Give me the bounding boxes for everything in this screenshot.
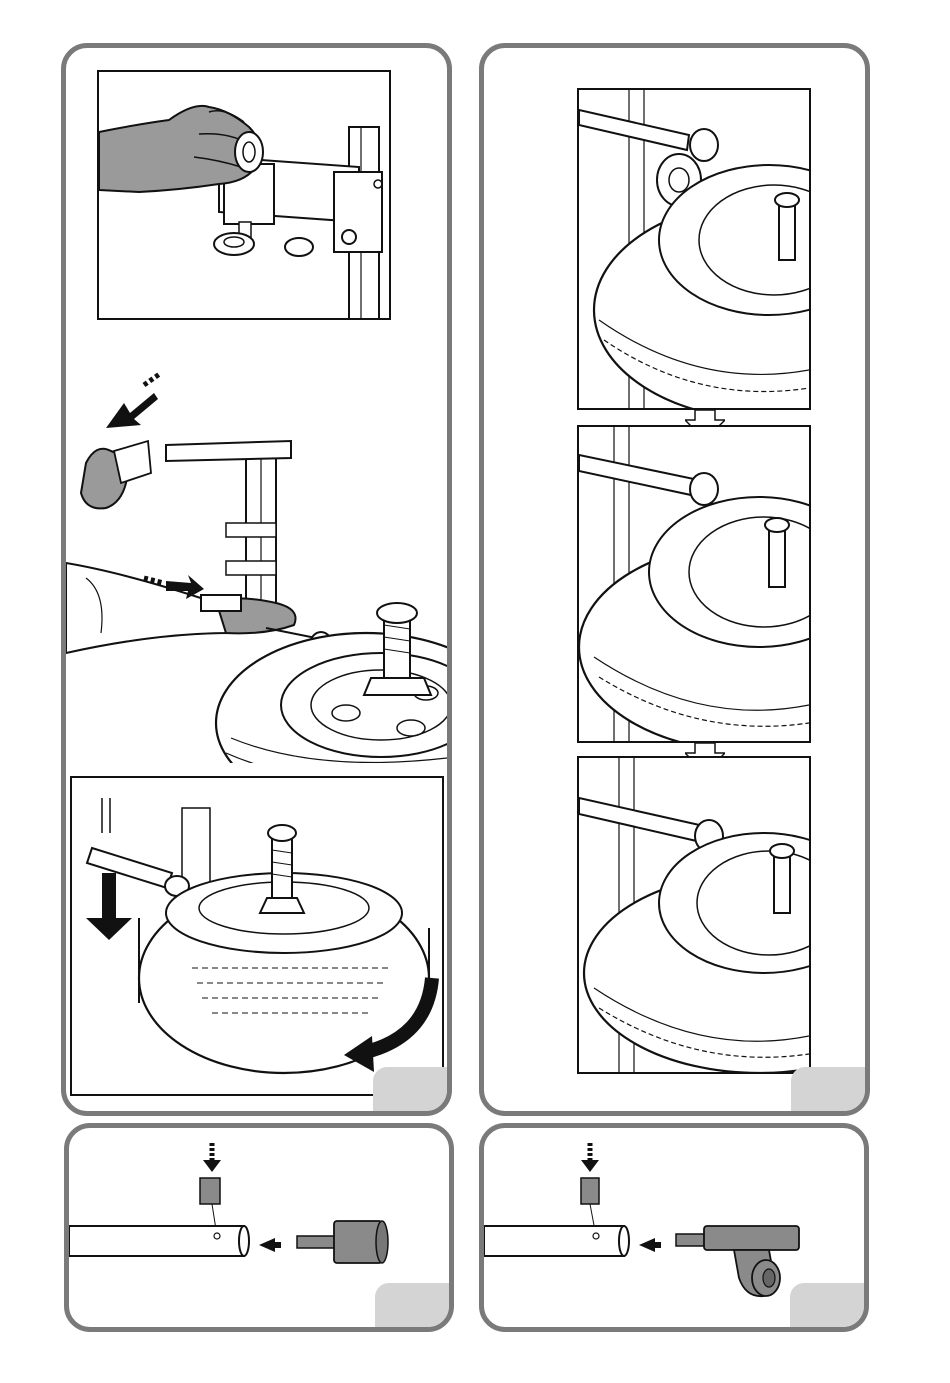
- dashed-arrow-icon: [106, 373, 161, 428]
- illustration-tire-step-1: [579, 90, 809, 408]
- inset-wheel-rotation: [70, 776, 444, 1096]
- dashed-arrow-icon: [581, 1143, 599, 1172]
- down-arrow-icon: [86, 873, 132, 940]
- illustration-hand-adjusting-roller: [99, 72, 389, 318]
- illustration-operator-mounting-tool: [66, 333, 447, 763]
- step-frame-1: [577, 88, 811, 410]
- step-badge: [791, 1067, 865, 1111]
- panel-top-right: [479, 43, 870, 1116]
- illustration-wheel-rotation: [72, 778, 442, 1094]
- step-frame-2: [577, 425, 811, 743]
- panel-bottom-left: [64, 1123, 454, 1332]
- illustration-tire-step-3: [579, 758, 809, 1072]
- panel-bottom-right: [479, 1123, 869, 1332]
- inset-hand-on-roller-mount: [97, 70, 391, 320]
- step-badge: [375, 1283, 449, 1327]
- step-badge: [790, 1283, 864, 1327]
- step-badge: [373, 1067, 447, 1111]
- panel-top-left: [61, 43, 452, 1116]
- illustration-tire-step-2: [579, 427, 809, 741]
- dashed-arrow-icon: [203, 1143, 221, 1172]
- step-frame-3: [577, 756, 811, 1074]
